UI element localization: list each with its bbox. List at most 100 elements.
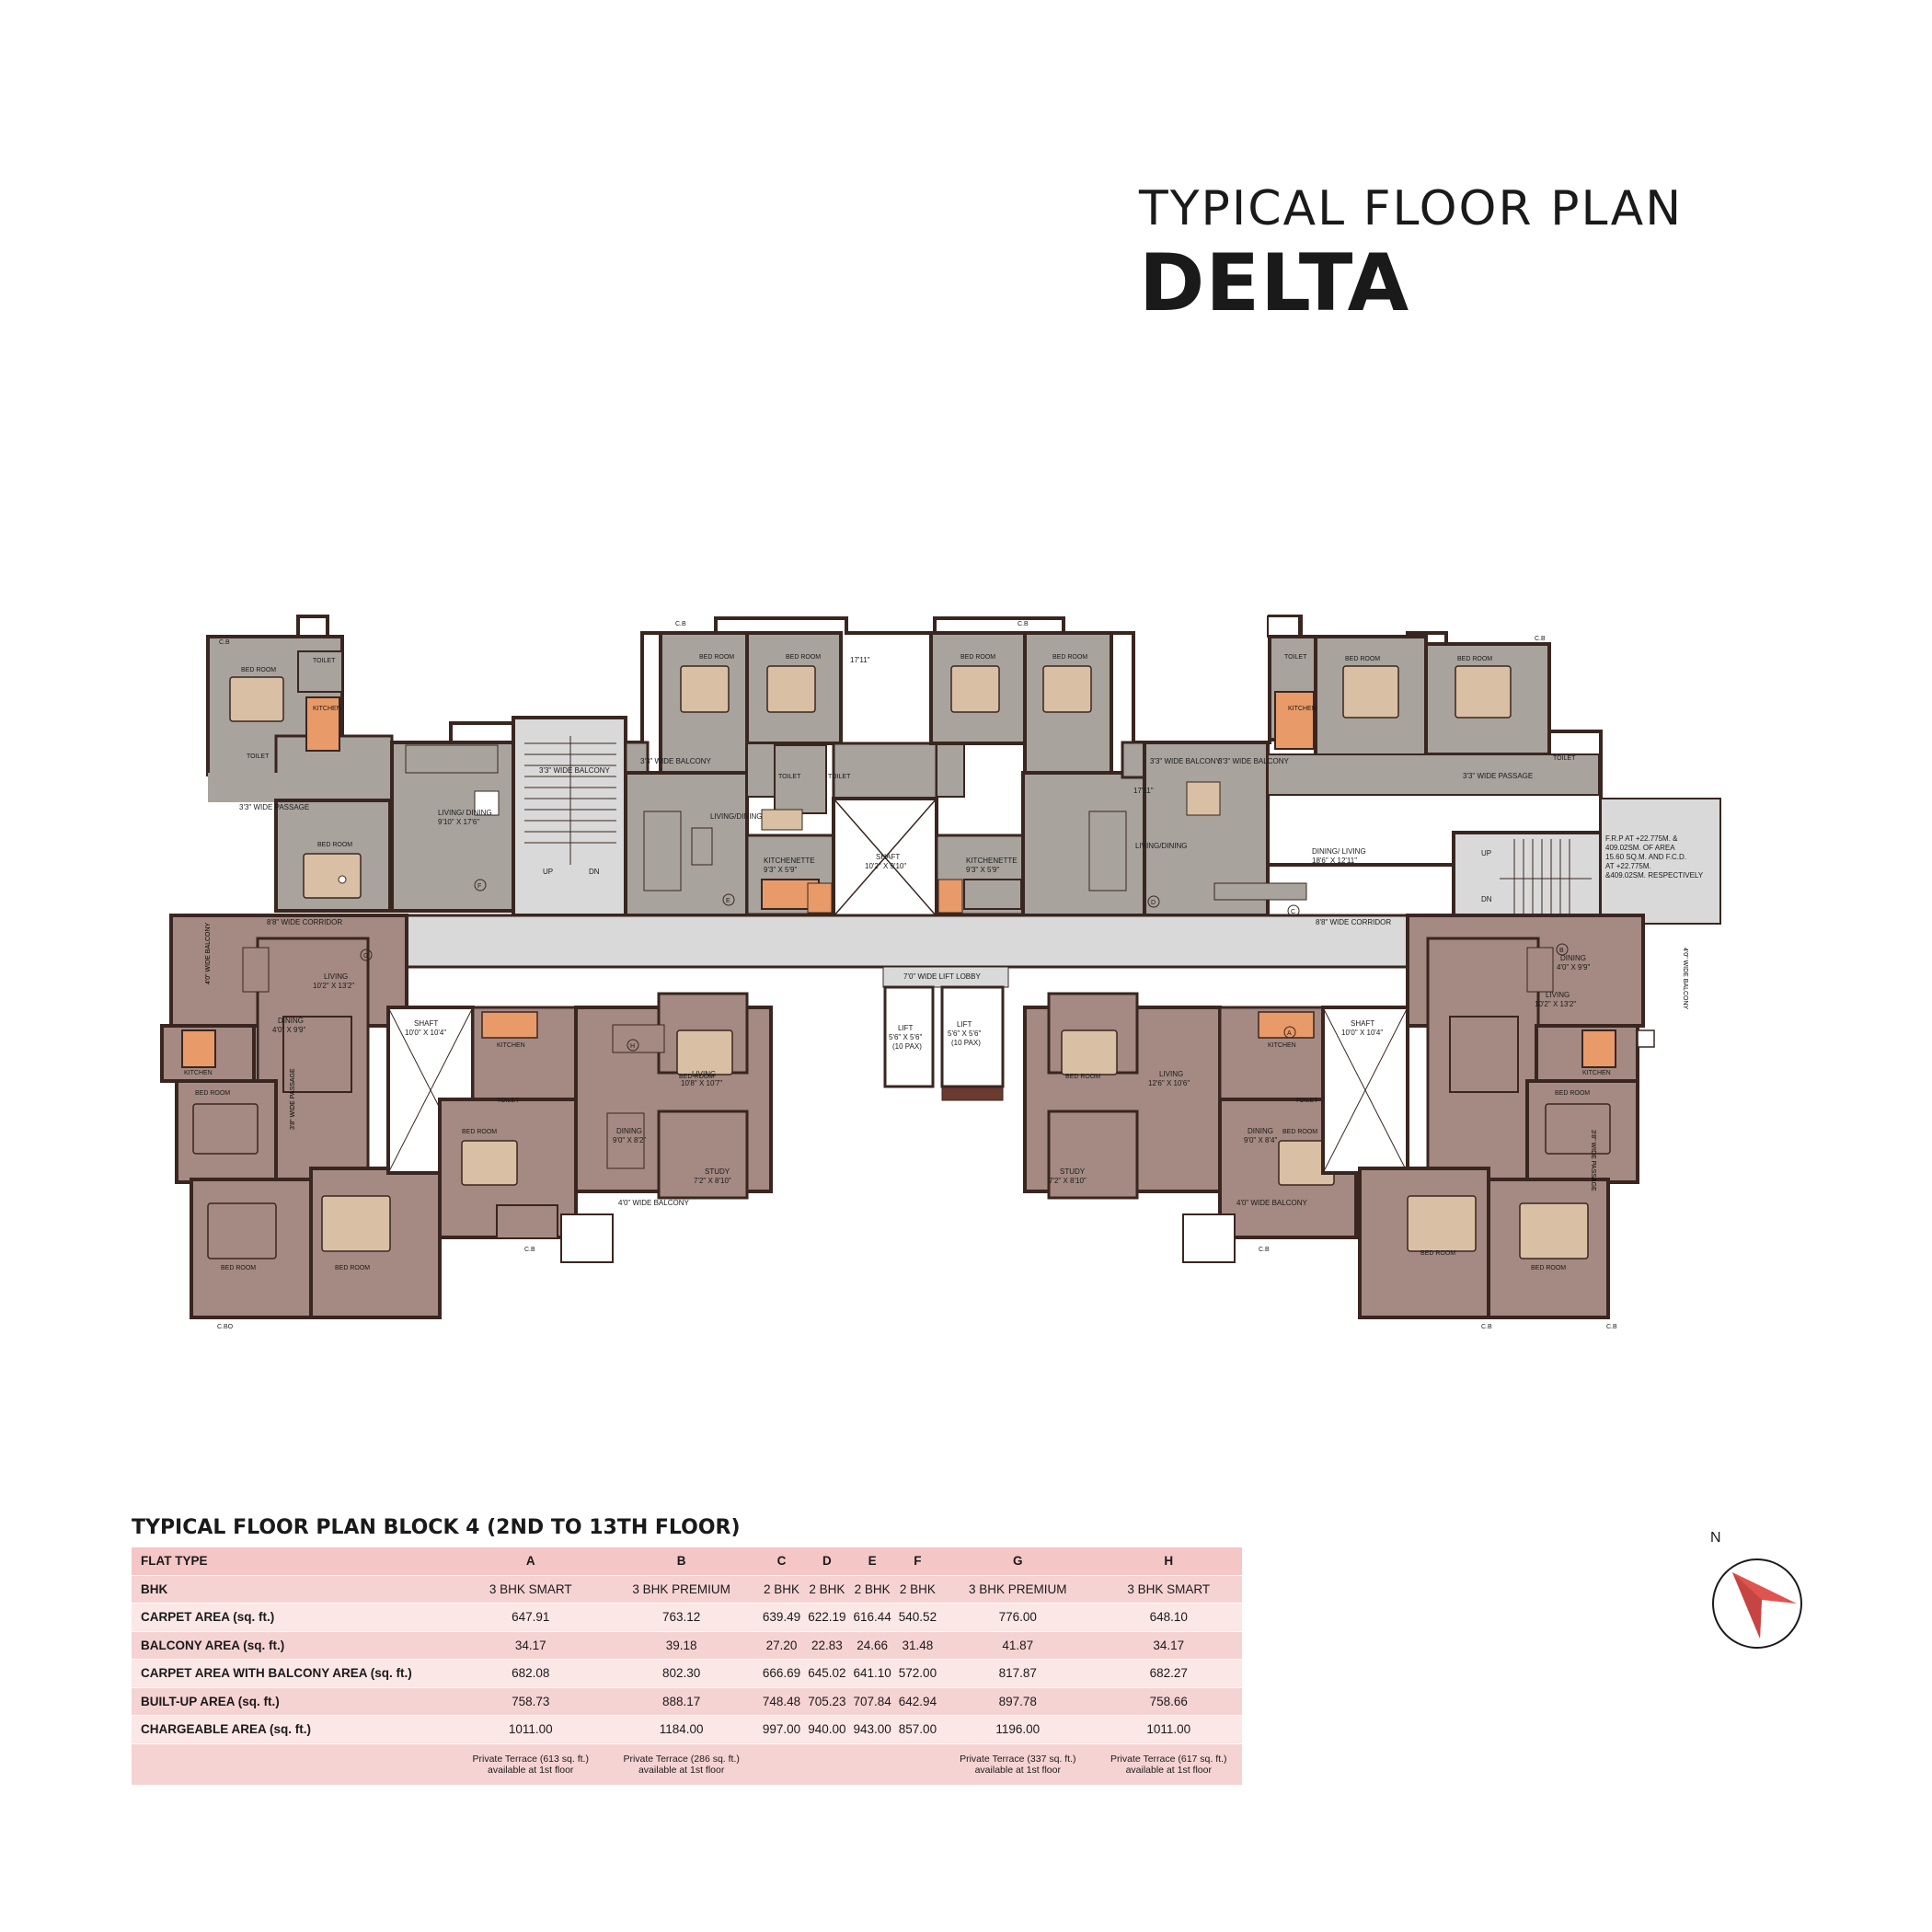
table-cell: 758.66 xyxy=(1095,1687,1242,1716)
lift-1-label: LIFT xyxy=(898,1024,914,1032)
table-header-label: FLAT TYPE xyxy=(132,1547,457,1576)
row-label: CHARGEABLE AREA (sq. ft.) xyxy=(132,1715,457,1744)
balcony-c: 3'3" WIDE BALCONY xyxy=(1218,757,1289,765)
row-label: CARPET AREA WITH BALCONY AREA (sq. ft.) xyxy=(132,1659,457,1688)
living-g: LIVING xyxy=(324,972,348,981)
corridor-left-label: 8'8" WIDE CORRIDOR xyxy=(267,918,342,926)
living-a: LIVING xyxy=(1159,1070,1183,1078)
table-cell: 39.18 xyxy=(604,1631,759,1660)
cb-label: C.B xyxy=(1481,1324,1492,1330)
shaft-left-dim: 10'0" X 10'4" xyxy=(405,1029,446,1037)
shaft-left-label: SHAFT xyxy=(414,1019,438,1028)
dining-a: DINING xyxy=(1248,1127,1273,1135)
lift-1-cap: (10 PAX) xyxy=(892,1042,922,1051)
table-cell: 897.78 xyxy=(940,1687,1096,1716)
balcony-e: 3'3" WIDE BALCONY xyxy=(640,757,711,765)
flat-e xyxy=(624,631,843,917)
row-label-empty xyxy=(132,1743,457,1786)
terrace-note: Private Terrace (337 sq. ft.) available … xyxy=(940,1743,1096,1786)
bedroom-label: BED ROOM xyxy=(335,1265,370,1271)
bedroom-label: BED ROOM xyxy=(221,1265,256,1271)
kitchen-label: KITCHEN xyxy=(1268,1042,1296,1049)
table-cell: 24.66 xyxy=(849,1631,895,1660)
table-cell: 1011.00 xyxy=(457,1715,604,1744)
core-center xyxy=(832,742,938,918)
toilet-label: TOILET xyxy=(247,753,270,760)
table-row: CARPET AREA (sq. ft.) 647.91 763.12 639.… xyxy=(132,1603,1242,1632)
flat-letter-g: G xyxy=(363,953,368,960)
table-cell: 34.17 xyxy=(457,1631,604,1660)
table-cell: 943.00 xyxy=(849,1715,895,1744)
table-row: CARPET AREA WITH BALCONY AREA (sq. ft.) … xyxy=(132,1659,1242,1688)
table-cell: 34.17 xyxy=(1095,1631,1242,1660)
table-cell: 540.52 xyxy=(894,1603,941,1632)
flat-letter-a: A xyxy=(1287,1030,1292,1037)
column-header: A xyxy=(457,1547,604,1576)
terrace-note xyxy=(804,1743,850,1786)
study-a: STUDY xyxy=(1060,1167,1086,1176)
living-b: LIVING xyxy=(1546,991,1570,999)
study-a-dim: 7'2" X 8'10" xyxy=(1049,1177,1087,1185)
table-cell: 2 BHK xyxy=(758,1575,805,1604)
floor-plan: 8'8" WIDE CORRIDOR 8'8" WIDE CORRIDOR 7'… xyxy=(147,615,1721,1330)
table-row: BUILT-UP AREA (sq. ft.) 758.73 888.17 74… xyxy=(132,1687,1242,1716)
stair-left-dn: DN xyxy=(589,868,600,876)
row-label: CARPET AREA (sq. ft.) xyxy=(132,1603,457,1632)
table-cell: 648.10 xyxy=(1095,1603,1242,1632)
flat-letter-f: F xyxy=(477,883,481,890)
living-b-dim: 10'2" X 13'2" xyxy=(1535,1000,1576,1008)
stair-right-dn: DN xyxy=(1481,895,1492,903)
toilet-label: TOILET xyxy=(1284,654,1307,661)
table-cell: 857.00 xyxy=(894,1715,941,1744)
flat-a xyxy=(1023,992,1409,1263)
table-cell: 1196.00 xyxy=(940,1715,1096,1744)
kitchenette-d-dim: 9'3" X 5'9" xyxy=(966,866,999,874)
lift-1-dim: 5'6" X 5'6" xyxy=(889,1033,922,1041)
area-table-title: TYPICAL FLOOR PLAN BLOCK 4 (2ND TO 13TH … xyxy=(132,1516,741,1539)
bedroom-label: BED ROOM xyxy=(317,842,352,848)
flat-d xyxy=(929,631,1146,917)
table-cell: 31.48 xyxy=(894,1631,941,1660)
toilet-label: TOILET xyxy=(828,774,851,780)
column-header: D xyxy=(804,1547,850,1576)
bedroom-label: BED ROOM xyxy=(960,654,995,661)
dining-g-dim: 4'0" X 9'9" xyxy=(272,1026,305,1034)
table-cell: 622.19 xyxy=(804,1603,850,1632)
column-header: F xyxy=(894,1547,941,1576)
frp-note-1: F.R.P AT +22.775M. & xyxy=(1605,834,1678,843)
table-notes-row: Private Terrace (613 sq. ft.) available … xyxy=(132,1743,1242,1786)
flat-letter-b: B xyxy=(1559,948,1564,954)
passage-g: 3'8" WIDE PASSAGE xyxy=(290,1068,296,1130)
living-dining-f-dim: 9'10" X 17'6" xyxy=(438,818,479,826)
table-cell: 802.30 xyxy=(604,1659,759,1688)
table-cell: 27.20 xyxy=(758,1631,805,1660)
stair-left-up: UP xyxy=(543,868,553,876)
cb-label: C.B xyxy=(1259,1247,1270,1253)
table-cell: 763.12 xyxy=(604,1603,759,1632)
bedroom-label: BED ROOM xyxy=(1345,656,1380,662)
lift-2-cap: (10 PAX) xyxy=(951,1039,981,1047)
balcony-g: 4'0" WIDE BALCONY xyxy=(205,922,212,984)
row-label: BUILT-UP AREA (sq. ft.) xyxy=(132,1687,457,1716)
balcony-a: 4'0" WIDE BALCONY xyxy=(1236,1199,1307,1207)
shaft-center-label: SHAFT xyxy=(876,853,900,861)
table-cell: 776.00 xyxy=(940,1603,1096,1632)
kitchen-label: KITCHEN xyxy=(184,1070,213,1076)
bedroom-label: BED ROOM xyxy=(679,1074,714,1080)
row-label: BHK xyxy=(132,1575,457,1604)
cb-label: C.B xyxy=(219,639,230,646)
toilet-label: TOILET xyxy=(778,774,801,780)
lift-2-label: LIFT xyxy=(957,1020,972,1029)
passage-f: 3'3" WIDE PASSAGE xyxy=(239,803,309,811)
shaft-right-dim: 10'0" X 10'4" xyxy=(1341,1029,1383,1037)
bedroom-label: BED ROOM xyxy=(1457,656,1492,662)
dim-d: 17'11" xyxy=(1133,787,1154,795)
living-h-dim: 10'8" X 10'7" xyxy=(681,1079,722,1087)
balcony-f: 3'3" WIDE BALCONY xyxy=(539,766,610,775)
table-cell: 22.83 xyxy=(804,1631,850,1660)
flat-h xyxy=(386,992,773,1263)
compass-n-label: N xyxy=(1710,1530,1721,1546)
bedroom-label: BED ROOM xyxy=(1065,1074,1100,1080)
toilet-label: TOILET xyxy=(1553,755,1576,762)
frp-note-5: &409.02SM. RESPECTIVELY xyxy=(1605,871,1704,880)
